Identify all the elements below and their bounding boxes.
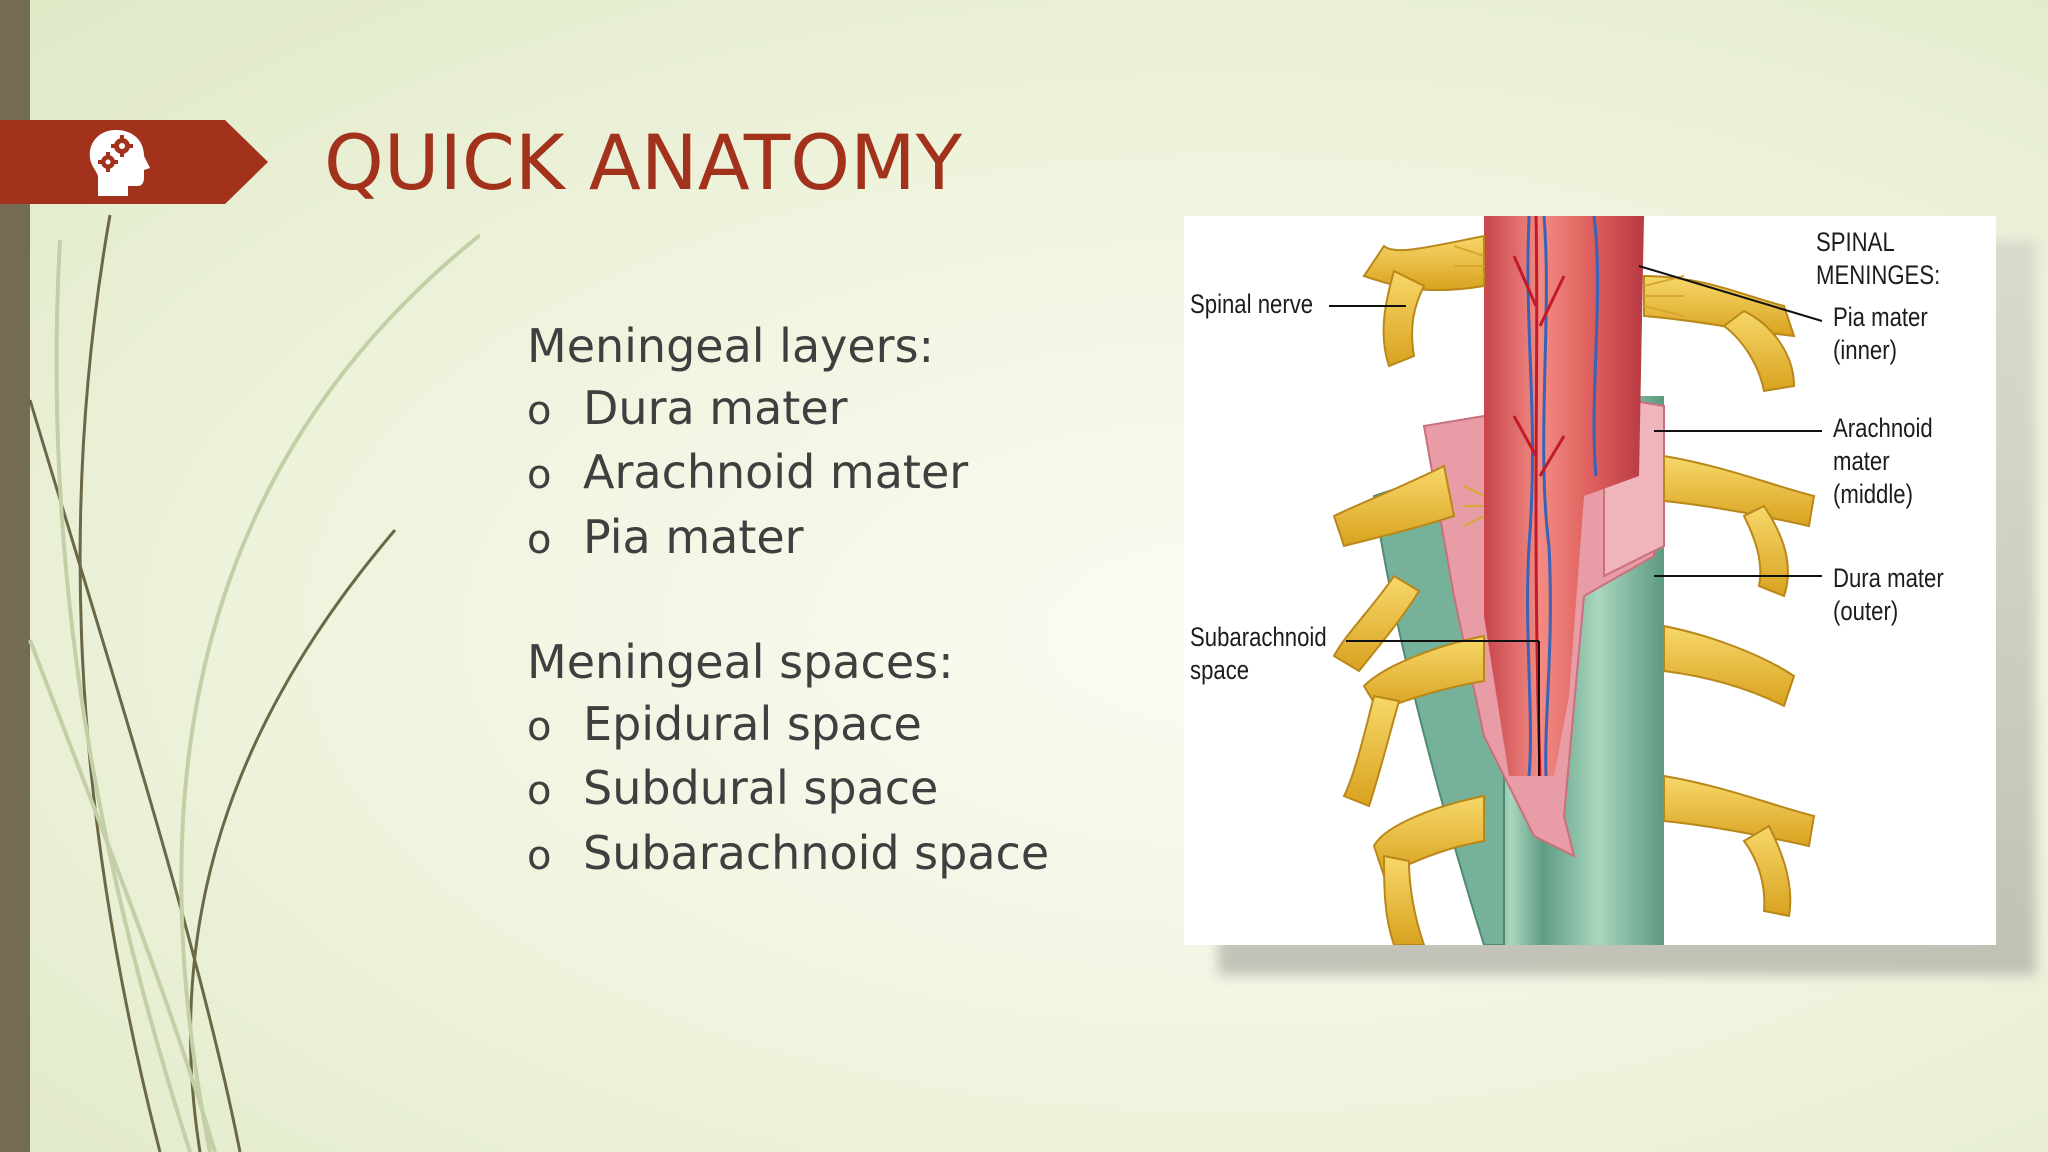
list-spacer <box>527 571 1049 632</box>
layers-heading: Meningeal layers: <box>527 319 935 373</box>
label-spinal-meninges: SPINAL MENINGES: <box>1816 227 1941 290</box>
list-item-pia: o Pia mater <box>527 507 1049 572</box>
list-item-subdural: o Subdural space <box>527 758 1049 823</box>
label-subarachnoid-space: Subarachnoid space <box>1190 622 1327 685</box>
list-item-label: Subarachnoid space <box>583 825 1050 880</box>
list-item-label: Pia mater <box>583 509 804 564</box>
label-dura-mater: Dura mater (outer) <box>1833 563 1944 626</box>
head-gears-icon <box>89 130 150 196</box>
slide-title: QUICK ANATOMY <box>324 118 963 207</box>
list-item-label: Epidural space <box>583 696 922 751</box>
bullet-marker: o <box>527 768 552 814</box>
spinal-cord-drawing <box>1329 216 1823 945</box>
bullet-marker: o <box>527 703 552 750</box>
decorative-swoosh-lines <box>28 214 480 1152</box>
bullet-marker: o <box>527 832 552 879</box>
list-item-dura: o Dura mater <box>527 378 1049 443</box>
spaces-heading: Meningeal spaces: <box>527 635 954 689</box>
list-item-label: Dura mater <box>583 380 848 435</box>
label-spinal-nerve: Spinal nerve <box>1190 289 1314 319</box>
bullet-marker: o <box>527 516 552 563</box>
list-item-epidural: o Epidural space <box>527 694 1049 759</box>
list-item-label: Subdural space <box>583 761 939 815</box>
spinal-meninges-illustration: Spinal nerve SPINAL MENINGES: Pia mater … <box>1184 216 1996 945</box>
list-item-label: Arachnoid mater <box>583 445 969 499</box>
list-item-subarachnoid: o Subarachnoid space <box>527 823 1049 888</box>
bullet-marker: o <box>527 387 552 434</box>
list-item-arachnoid: o Arachnoid mater <box>527 442 1049 507</box>
bullet-marker: o <box>527 452 552 498</box>
label-pia-mater: Pia mater (inner) <box>1833 302 1928 365</box>
label-arachnoid-mater: Arachnoid mater (middle) <box>1833 413 1933 509</box>
